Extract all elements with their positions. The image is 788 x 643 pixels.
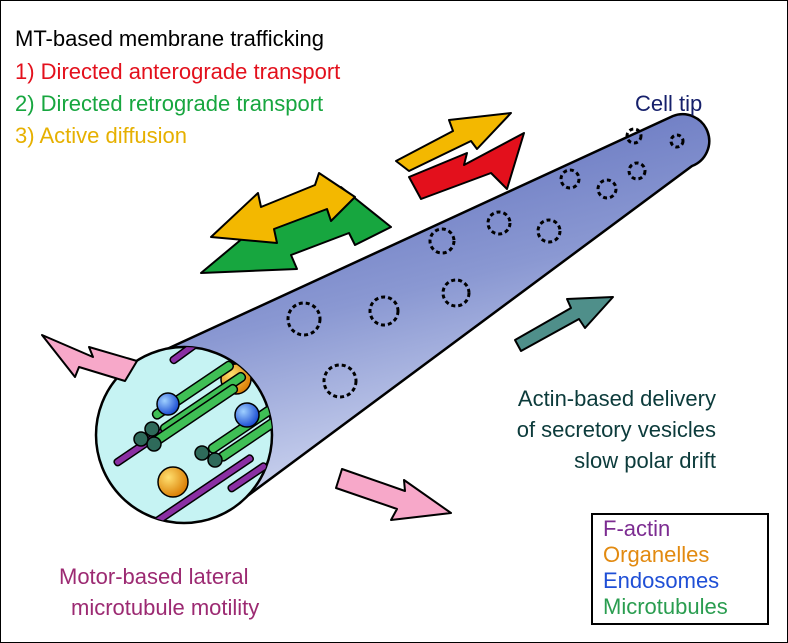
cell-tube — [165, 113, 711, 499]
motor-motility-line1: Motor-based lateral — [59, 564, 249, 589]
legend: F-actin Organelles Endosomes Microtubule… — [591, 513, 769, 625]
diffusion-arrow-right — [395, 112, 512, 172]
lateral-motility-arrows — [41, 334, 452, 521]
legend-organelles: Organelles — [603, 542, 710, 567]
secretory-vesicles — [286, 127, 685, 399]
legend-f-actin: F-actin — [603, 516, 671, 541]
legend-endosomes: Endosomes — [603, 568, 720, 593]
cell-tip-label: Cell tip — [635, 91, 703, 116]
retrograde-label: 2) Directed retrograde transport — [15, 91, 324, 116]
actin-delivery-arrow — [514, 296, 614, 352]
motor-motility-line2: microtubule motility — [71, 595, 260, 620]
cross-section-contents — [113, 347, 272, 523]
diffusion-label: 3) Active diffusion — [15, 123, 188, 148]
actin-delivery-line1: Actin-based delivery — [517, 386, 716, 411]
actin-delivery-line2: of secretory vesicles — [516, 417, 716, 442]
anterograde-arrow — [408, 132, 525, 200]
anterograde-label: 1) Directed anterograde transport — [15, 59, 341, 84]
actin-delivery-line3: slow polar drift — [574, 448, 716, 473]
legend-microtubules: Microtubules — [603, 594, 728, 619]
figure-title: MT-based membrane trafficking — [15, 26, 324, 51]
diffusion-arrow-left — [210, 172, 356, 244]
